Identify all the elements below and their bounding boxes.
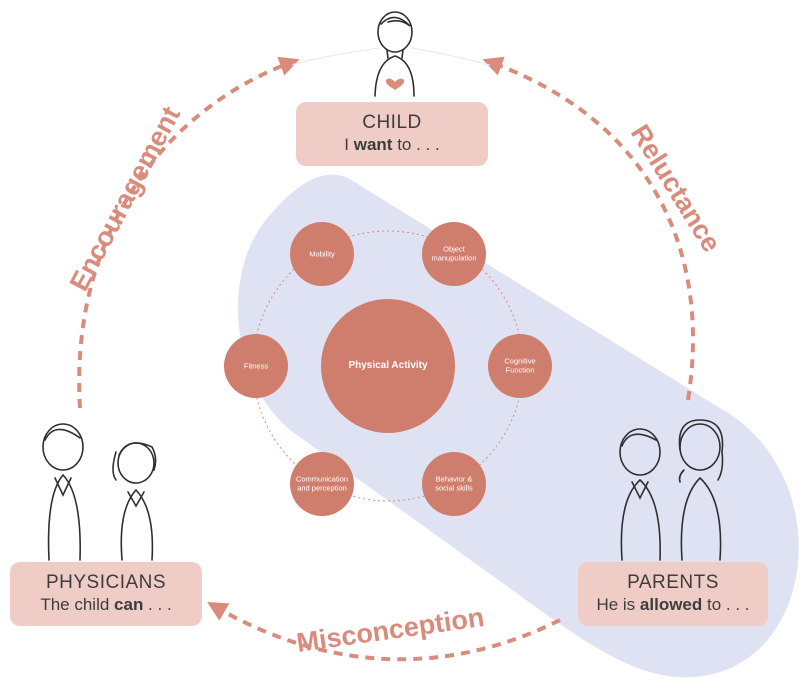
domain-node-cognitive-function <box>488 334 552 398</box>
child-statement: I want to . . . <box>344 134 440 154</box>
domain-node-mobility <box>290 222 354 286</box>
misconception-arrow <box>207 601 561 662</box>
physical-activity-label: Physical Activity <box>348 359 428 371</box>
reluctance-arrow <box>482 56 695 401</box>
domain-node-fitness <box>224 334 288 398</box>
physicians-box: PHYSICIANS The child can . . . <box>10 562 202 626</box>
parents-box: PARENTS He is allowed to . . . <box>578 562 768 626</box>
physical-activity-node <box>321 299 455 433</box>
domain-label-cognitive-function: Cognitive Function <box>504 356 536 375</box>
encouragement-arrow <box>77 56 300 409</box>
physicians-statement: The child can . . . <box>40 594 172 614</box>
domain-label-object-manupulation: Object manupulation <box>431 244 477 263</box>
encouragement-label: Encouragement <box>64 102 186 296</box>
physician-figure-left <box>42 423 84 561</box>
physician-figure-right <box>112 442 157 561</box>
domain-node-behavior-social-skills <box>422 452 486 516</box>
domain-node-communication-perception <box>290 452 354 516</box>
domain-label-fitness: Fitness <box>243 361 269 371</box>
parent-figure-father <box>619 428 661 561</box>
domain-label-mobility: Mobility <box>309 249 335 259</box>
child-box: CHILD I want to . . . <box>296 102 488 166</box>
child-role: CHILD <box>362 112 422 134</box>
heart-icon <box>385 78 405 90</box>
domain-label-behavior-social-skills: Behavior & social skills <box>435 474 473 493</box>
domain-label-communication-perception: Communication and perception <box>295 474 349 493</box>
parent-figure-mother <box>678 419 724 561</box>
misconception-label: Misconception <box>295 602 486 658</box>
faint-link-right <box>411 47 491 66</box>
domain-node-object-manupulation <box>422 222 486 286</box>
parents-role: PARENTS <box>627 572 719 594</box>
faint-link-left <box>291 47 381 66</box>
parents-statement: He is allowed to . . . <box>596 594 750 614</box>
child-figure <box>374 11 415 97</box>
physicians-role: PHYSICIANS <box>45 572 167 594</box>
